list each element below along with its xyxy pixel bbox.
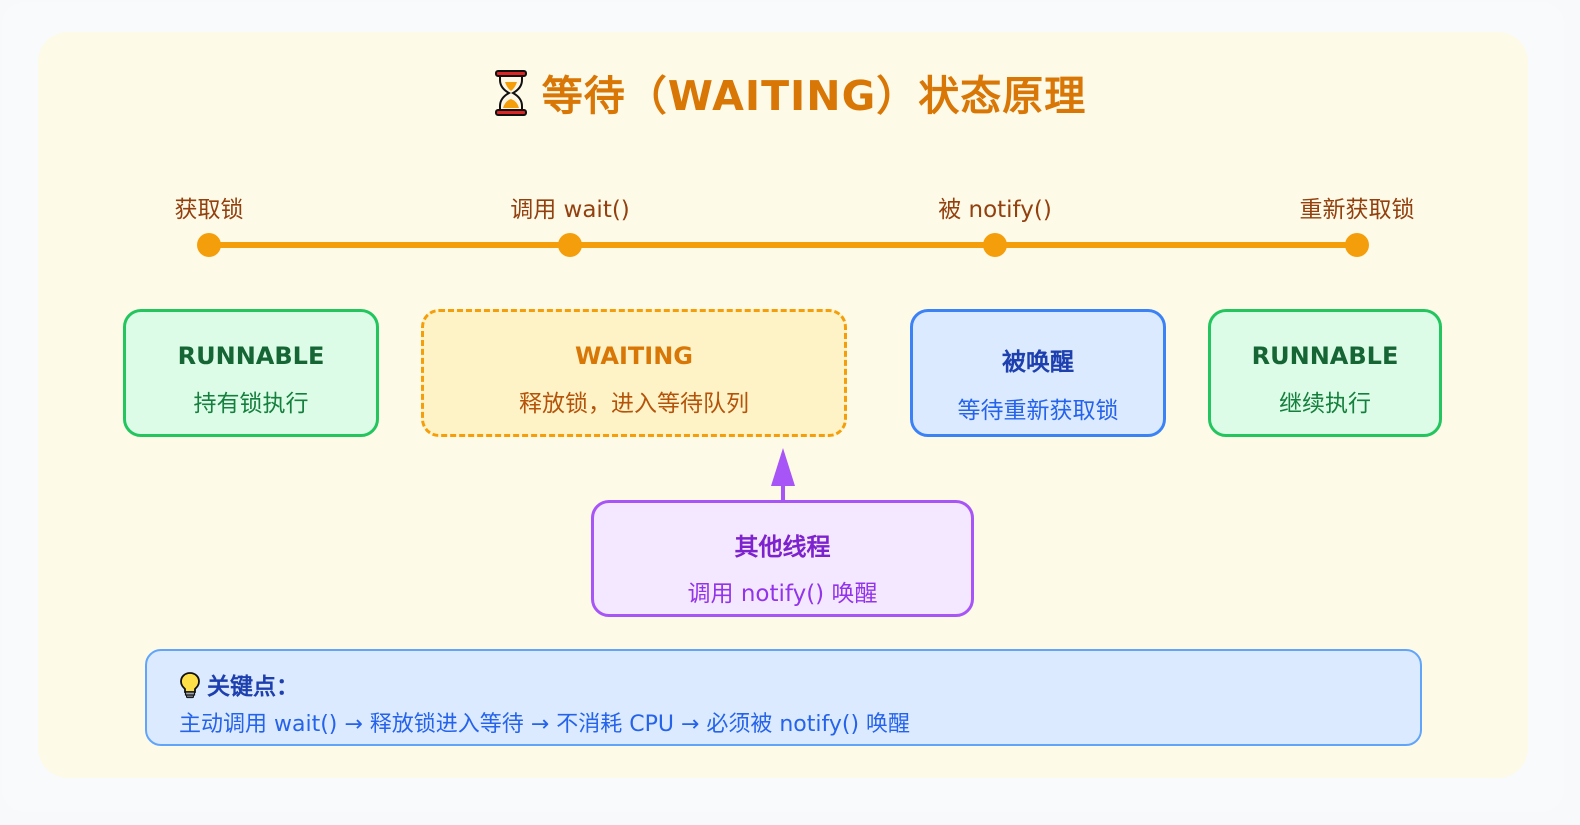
stage-label-call-wait: 调用 wait() [510, 197, 630, 223]
state-box-awakened: 被唤醒 等待重新获取锁 [910, 309, 1166, 437]
state-subtitle: 持有锁执行 [193, 391, 309, 417]
notifier-box: 其他线程 调用 notify() 唤醒 [591, 500, 974, 617]
page-title-text: 等待（WAITING）状态原理 [541, 72, 1087, 120]
state-title: RUNNABLE [177, 342, 325, 370]
keypoint-text: 主动调用 wait() → 释放锁进入等待 → 不消耗 CPU → 必须被 no… [179, 712, 911, 737]
state-subtitle: 继续执行 [1279, 391, 1371, 417]
state-box-waiting: WAITING 释放锁，进入等待队列 [421, 309, 847, 437]
hourglass-icon [494, 70, 528, 126]
notify-arrow-head [771, 448, 795, 486]
stage-label-acquire-lock: 获取锁 [174, 197, 244, 223]
state-title: WAITING [575, 342, 693, 370]
state-box-runnable-start: RUNNABLE 持有锁执行 [123, 309, 379, 437]
state-box-runnable-end: RUNNABLE 继续执行 [1208, 309, 1442, 437]
timeline-dot-4 [1345, 233, 1369, 257]
state-title: 被唤醒 [1002, 348, 1074, 376]
keypoint-title: 关键点： [207, 674, 299, 700]
keypoint-callout: 关键点： 主动调用 wait() → 释放锁进入等待 → 不消耗 CPU → 必… [145, 649, 1422, 746]
stage-label-reacquire-lock: 重新获取锁 [1299, 197, 1415, 223]
timeline-dot-3 [983, 233, 1007, 257]
keypoint-heading: 关键点： [179, 667, 299, 705]
page-title: 等待（WAITING）状态原理 [0, 62, 1580, 126]
timeline-dot-2 [558, 233, 582, 257]
stage-label-notified: 被 notify() [938, 197, 1052, 223]
notifier-title: 其他线程 [734, 533, 831, 561]
notifier-subtitle: 调用 notify() 唤醒 [687, 581, 878, 607]
state-subtitle: 释放锁，进入等待队列 [519, 391, 749, 417]
timeline-dot-1 [197, 233, 221, 257]
state-title: RUNNABLE [1251, 342, 1399, 370]
lightbulb-icon [179, 671, 201, 705]
state-subtitle: 等待重新获取锁 [957, 398, 1119, 424]
